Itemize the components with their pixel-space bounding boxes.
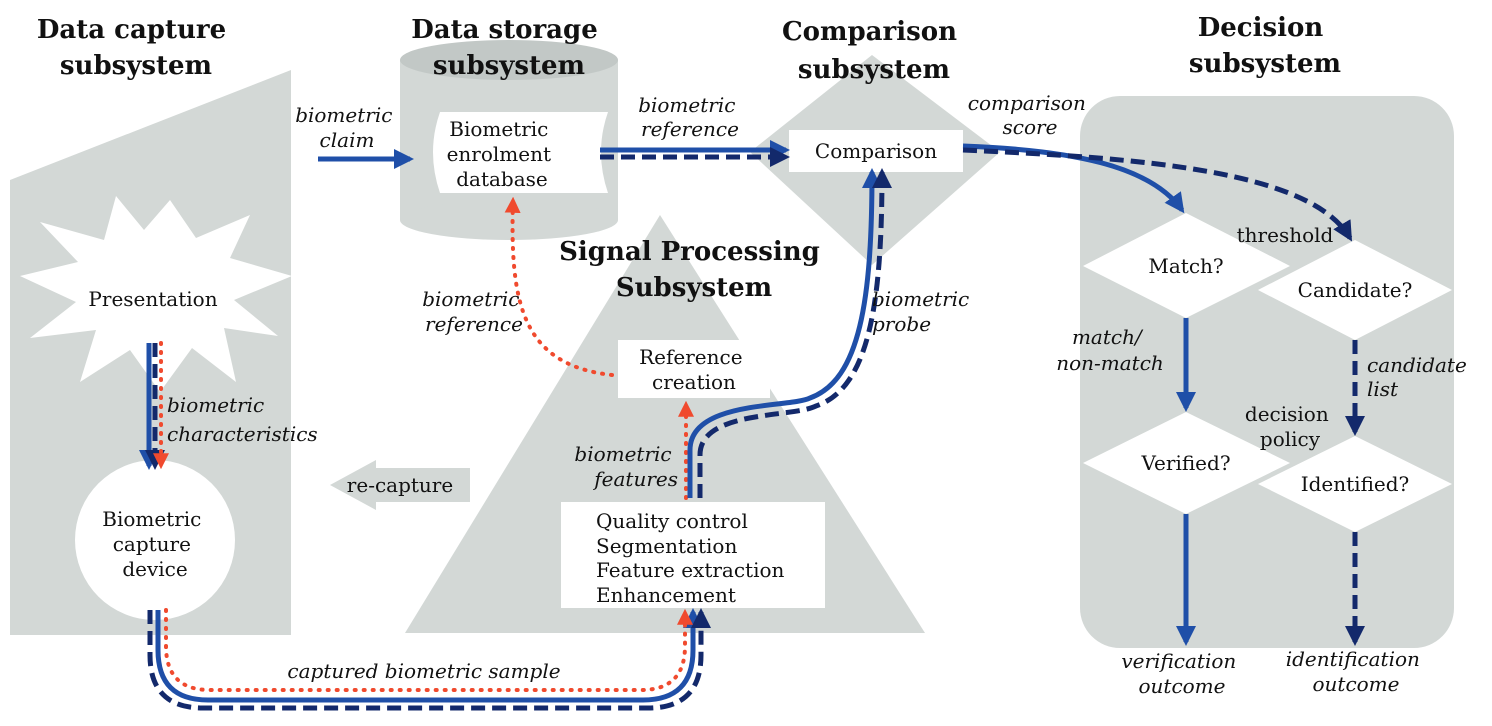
comparison-box bbox=[789, 130, 963, 172]
identification-outcome-label: identification outcome bbox=[1286, 647, 1427, 696]
comparison-subsystem-title: Comparison subsystem bbox=[782, 17, 966, 85]
biometric-features-label: biometric features bbox=[574, 442, 678, 491]
candidate-list-label: candidate list bbox=[1367, 353, 1473, 401]
captured-sample-label: captured biometric sample bbox=[287, 659, 560, 683]
captured-sample-solid-path bbox=[155, 608, 703, 703]
recapture-label: re-capture bbox=[347, 473, 453, 497]
captured-sample-dotted-path bbox=[164, 608, 693, 692]
recapture-arrow bbox=[330, 460, 470, 510]
processing-steps-box bbox=[561, 502, 825, 608]
presentation-starburst bbox=[20, 196, 292, 392]
processing-steps-label: Quality control Segmentation Feature ext… bbox=[596, 509, 791, 607]
verified-label: Verified? bbox=[1140, 451, 1230, 475]
decision-subsystem-title: Decision subsystem bbox=[1189, 13, 1341, 79]
match-label: Match? bbox=[1148, 254, 1223, 278]
decision-policy-label: decision policy bbox=[1245, 402, 1335, 451]
comparison-label: Comparison bbox=[815, 139, 937, 163]
capture-device-node bbox=[75, 460, 235, 620]
presentation-label: Presentation bbox=[88, 287, 217, 311]
enrolment-database-label: Biometric enrolment database bbox=[447, 117, 558, 191]
candidate-label: Candidate? bbox=[1298, 278, 1413, 302]
comparison-score-label: comparison score bbox=[968, 91, 1092, 139]
score-to-candidate-arrow bbox=[962, 147, 1353, 242]
biometric-probe-label: biometric probe bbox=[872, 287, 976, 336]
biometric-reference-left-label: biometric reference bbox=[422, 287, 526, 336]
storage-subsystem-title: Data storage subsystem bbox=[411, 15, 607, 81]
score-to-match-arrow bbox=[962, 143, 1185, 214]
candidate-diamond bbox=[1258, 240, 1452, 340]
reference-creation-box bbox=[618, 340, 770, 398]
capture-subsystem-title: Data capture subsystem bbox=[37, 15, 235, 81]
captured-sample-dashed-path bbox=[147, 608, 711, 711]
signal-processing-title: Signal Processing Subsystem bbox=[559, 237, 829, 303]
threshold-label: threshold bbox=[1237, 223, 1334, 247]
reference-creation-label: Reference creation bbox=[639, 345, 749, 394]
identified-diamond bbox=[1258, 436, 1452, 532]
capture-device-label: Biometric capture device bbox=[102, 507, 208, 581]
match-non-match-label: match/ non-match bbox=[1056, 325, 1164, 375]
biometric-characteristics-label: biometric characteristics bbox=[167, 393, 318, 446]
match-diamond bbox=[1083, 213, 1290, 318]
identified-label: Identified? bbox=[1301, 472, 1410, 496]
biometric-reference-top-label: biometric reference bbox=[638, 93, 742, 141]
verification-outcome-label: verification outcome bbox=[1121, 649, 1242, 698]
enrolment-database-box bbox=[433, 112, 608, 193]
biometric-claim-label: biometric claim bbox=[295, 103, 399, 152]
probe-solid-path bbox=[687, 168, 882, 498]
verified-diamond bbox=[1083, 412, 1290, 514]
